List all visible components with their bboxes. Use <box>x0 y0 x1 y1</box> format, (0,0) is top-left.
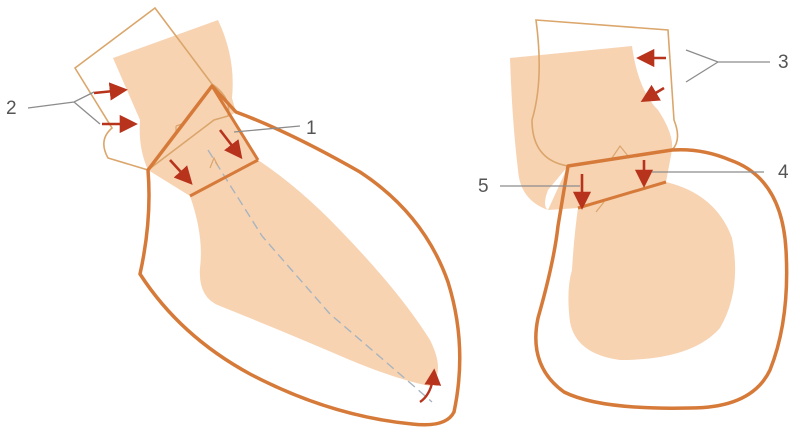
label-2: 2 <box>6 98 17 119</box>
label-3-leader <box>686 50 770 82</box>
right-figure: 3 4 5 <box>478 20 789 408</box>
label-2-leader <box>28 92 100 124</box>
left-figure: 2 1 <box>6 8 460 425</box>
left-arrow-top <box>94 90 124 93</box>
left-lower-piece <box>190 160 438 386</box>
label-1-leader <box>234 126 300 132</box>
label-5: 5 <box>478 176 489 197</box>
label-1: 1 <box>306 118 317 139</box>
right-arrow-middle <box>644 88 664 100</box>
label-4: 4 <box>778 162 789 183</box>
label-3: 3 <box>778 52 789 73</box>
right-lower-piece <box>568 182 735 360</box>
